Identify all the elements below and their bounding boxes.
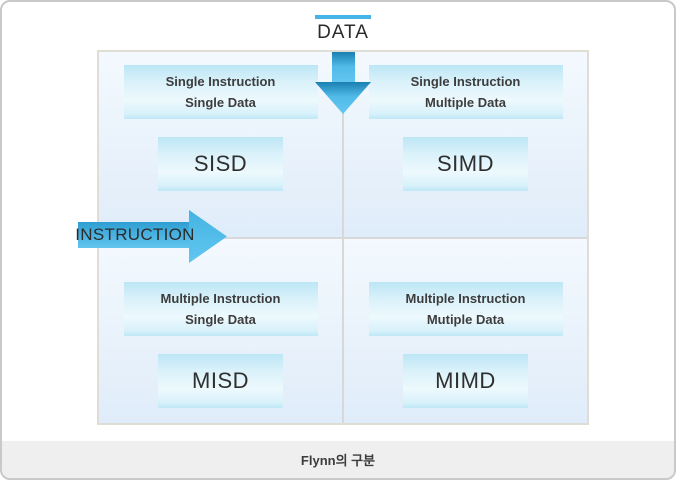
instruction-axis-label: INSTRUCTION [75,225,195,244]
data-axis-label: DATA [317,22,369,43]
simd-acronym-box: SIMD [403,137,528,191]
quadrant-simd: Single Instruction Multiple Data SIMD [344,52,587,237]
quadrant-grid: Single Instruction Single Data SISD Sing… [99,52,587,423]
mimd-label-line1: Multiple Instruction [405,291,526,306]
simd-label-line1: Single Instruction [410,74,521,89]
misd-label-line2: Single Data [185,312,256,327]
simd-label-line2: Multiple Data [425,95,506,110]
quadrant-sisd: Single Instruction Single Data SISD [99,52,342,237]
caption-bar: Flynn의 구분 [2,441,674,478]
misd-acronym-box: MISD [158,354,283,408]
mimd-acronym-box: MIMD [403,354,528,408]
sisd-label-line1: Single Instruction [165,74,276,89]
simd-label-box: Single Instruction Multiple Data [368,65,563,119]
sisd-acronym-box: SISD [158,137,283,191]
instruction-right-arrow-icon [78,210,227,263]
misd-label-box: Multiple Instruction Single Data [123,282,318,336]
quadrant-misd: Multiple Instruction Single Data MISD [99,238,342,423]
mimd-label-box: Multiple Instruction Mutiple Data [368,282,563,336]
quadrant-mimd: Multiple Instruction Mutiple Data MIMD [344,238,587,423]
data-axis-group: DATA [283,15,403,44]
misd-label-line1: Multiple Instruction [160,291,281,306]
caption-text: Flynn의 구분 [300,453,376,468]
sisd-label-box: Single Instruction Single Data [123,65,318,119]
data-axis-overline [315,15,371,19]
mimd-label-line2: Mutiple Data [426,312,505,327]
data-down-arrow-icon [315,52,371,114]
sisd-label-line2: Single Data [185,95,256,110]
